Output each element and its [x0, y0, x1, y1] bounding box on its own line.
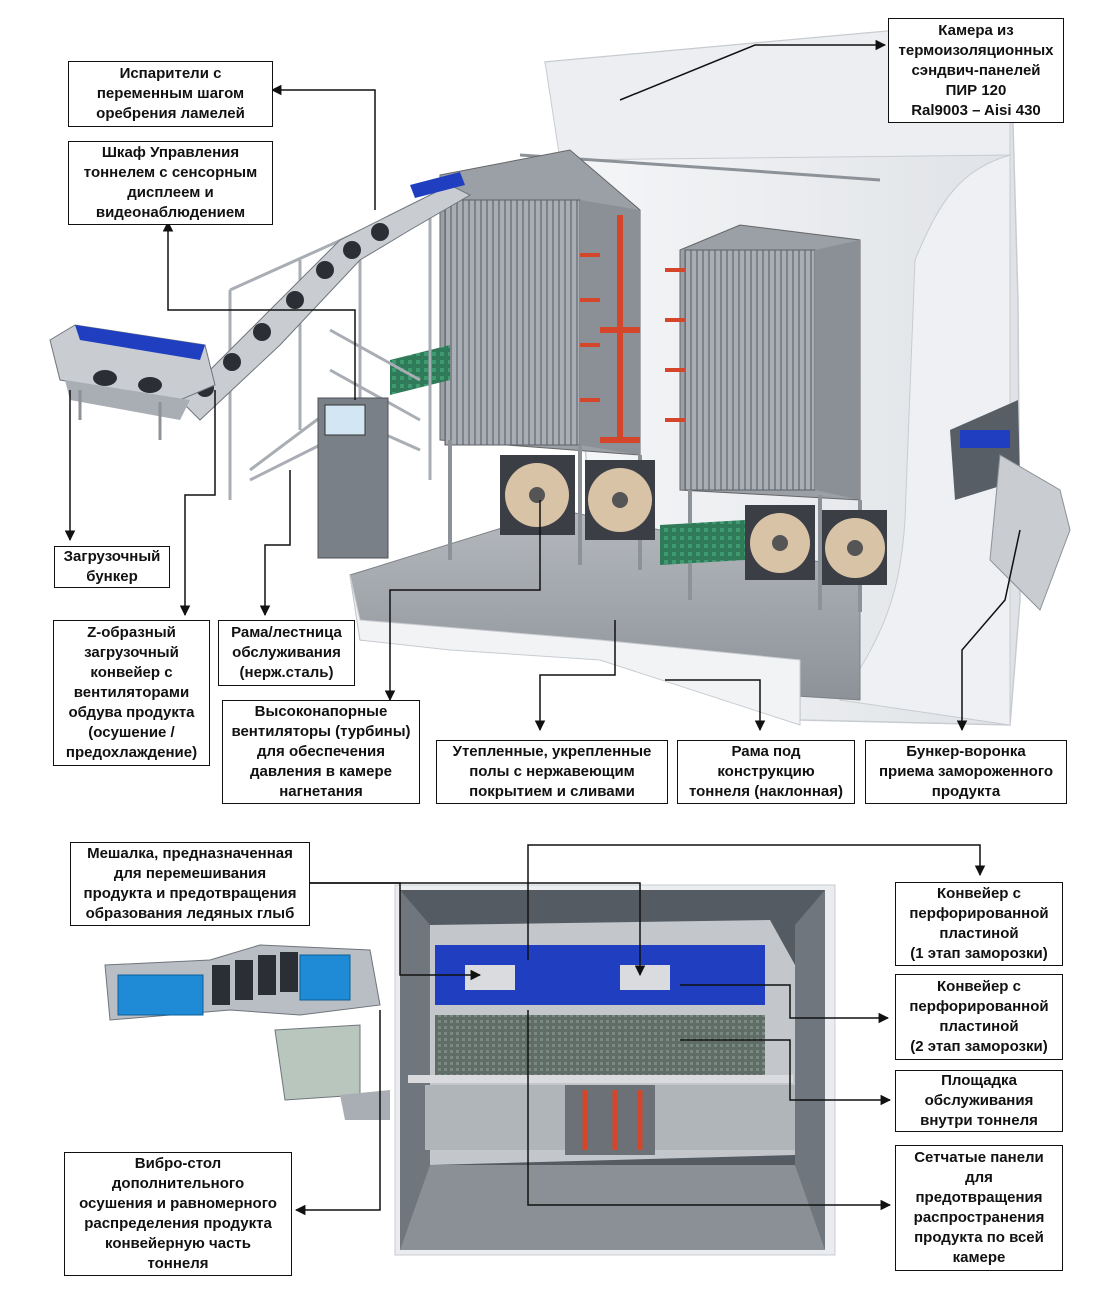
connector-lines-top — [64, 39, 1021, 732]
label-conveyor-stage2: Конвейер с перфорированной пластиной (2 … — [895, 974, 1063, 1060]
fan-icon — [500, 455, 887, 585]
tunnel-scene-bottom — [104, 884, 836, 1256]
label-conveyor-stage1: Конвейер с перфорированной пластиной (1 … — [895, 882, 1063, 966]
label-service-platform: Площадка обслуживания внутри тоннеля — [895, 1070, 1063, 1132]
label-outlet-hopper: Бункер-воронка приема замороженного прод… — [865, 740, 1067, 804]
label-control-cabinet: Шкаф Управления тоннелем с сенсорным дис… — [68, 141, 273, 225]
label-vibro-table: Вибро-стол дополнительного осушения и ра… — [64, 1152, 292, 1276]
label-tunnel-frame: Рама под конструкцию тоннеля (наклонная) — [677, 740, 855, 804]
label-loading-hopper: Загрузочный бункер — [54, 546, 170, 588]
label-z-conveyor: Z-образный загрузочный конвейер с вентил… — [53, 620, 210, 766]
label-mesh-panels: Сетчатые панели для предотвращения распр… — [895, 1145, 1063, 1271]
label-camera: Камера из термоизоляционных сэндвич-пане… — [888, 18, 1064, 123]
connector-lines-bottom — [294, 844, 986, 1216]
label-fans: Высоконапорные вентиляторы (турбины) для… — [222, 700, 420, 804]
label-mixer: Мешалка, предназначенная для перемешиван… — [70, 842, 310, 926]
label-floors: Утепленные, укрепленные полы с нержавеющ… — [436, 740, 668, 804]
label-service-frame: Рама/лестница обслуживания (нерж.сталь) — [218, 620, 355, 686]
tunnel-scene-top — [49, 19, 1071, 726]
label-evaporators: Испарители с переменным шагом оребрения … — [68, 61, 273, 127]
